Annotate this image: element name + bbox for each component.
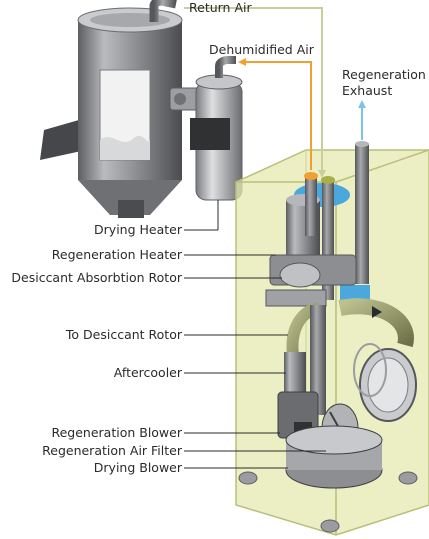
hopper-cone: [78, 180, 182, 215]
drying-hopper: [40, 0, 201, 218]
internal-components: [265, 141, 417, 489]
leader-lines: [184, 200, 326, 469]
label-regeneration-blower: Regeneration Blower: [51, 425, 182, 440]
label-regeneration-air-filter: Regeneration Air Filter: [42, 443, 182, 458]
drying-heater: [190, 56, 243, 201]
label-to-desiccant-rotor: To Desiccant Rotor: [65, 327, 182, 342]
dehumidified-air-label: Dehumidified Air: [209, 42, 314, 57]
label-desiccant-absorbtion-rotor: Desiccant Absorbtion Rotor: [11, 270, 182, 285]
regeneration-hose: [338, 298, 414, 348]
regeneration-exhaust-stack: [355, 144, 369, 284]
label-regeneration-heater: Regeneration Heater: [51, 247, 182, 262]
label-drying-heater: Drying Heater: [94, 222, 182, 237]
flow-lines: [184, 7, 366, 178]
return-air-port: [321, 176, 335, 184]
dehumidified-air-outlet: [304, 172, 318, 180]
label-drying-blower: Drying Blower: [93, 460, 182, 475]
return-air-inlet-pipe: [149, 0, 177, 22]
return-air-label: Return Air: [189, 0, 252, 15]
cabinet-foot: [398, 471, 418, 485]
dehumidified-air-line: [244, 61, 312, 170]
regeneration-exhaust-label-line2: Exhaust: [342, 83, 393, 98]
desiccant-rotor: [279, 262, 321, 288]
regeneration-exhaust-label-line1: Regeneration: [342, 67, 426, 82]
hopper-bracket: [40, 118, 86, 160]
cabinet-foot: [320, 519, 340, 533]
return-air-line: [184, 7, 323, 172]
label-aftercooler: Aftercooler: [113, 365, 182, 380]
heater-outlet-pipe: [215, 56, 236, 78]
aftercooler: [284, 352, 306, 392]
cabinet-foot: [238, 471, 258, 485]
drying-heater-box: [190, 118, 230, 150]
